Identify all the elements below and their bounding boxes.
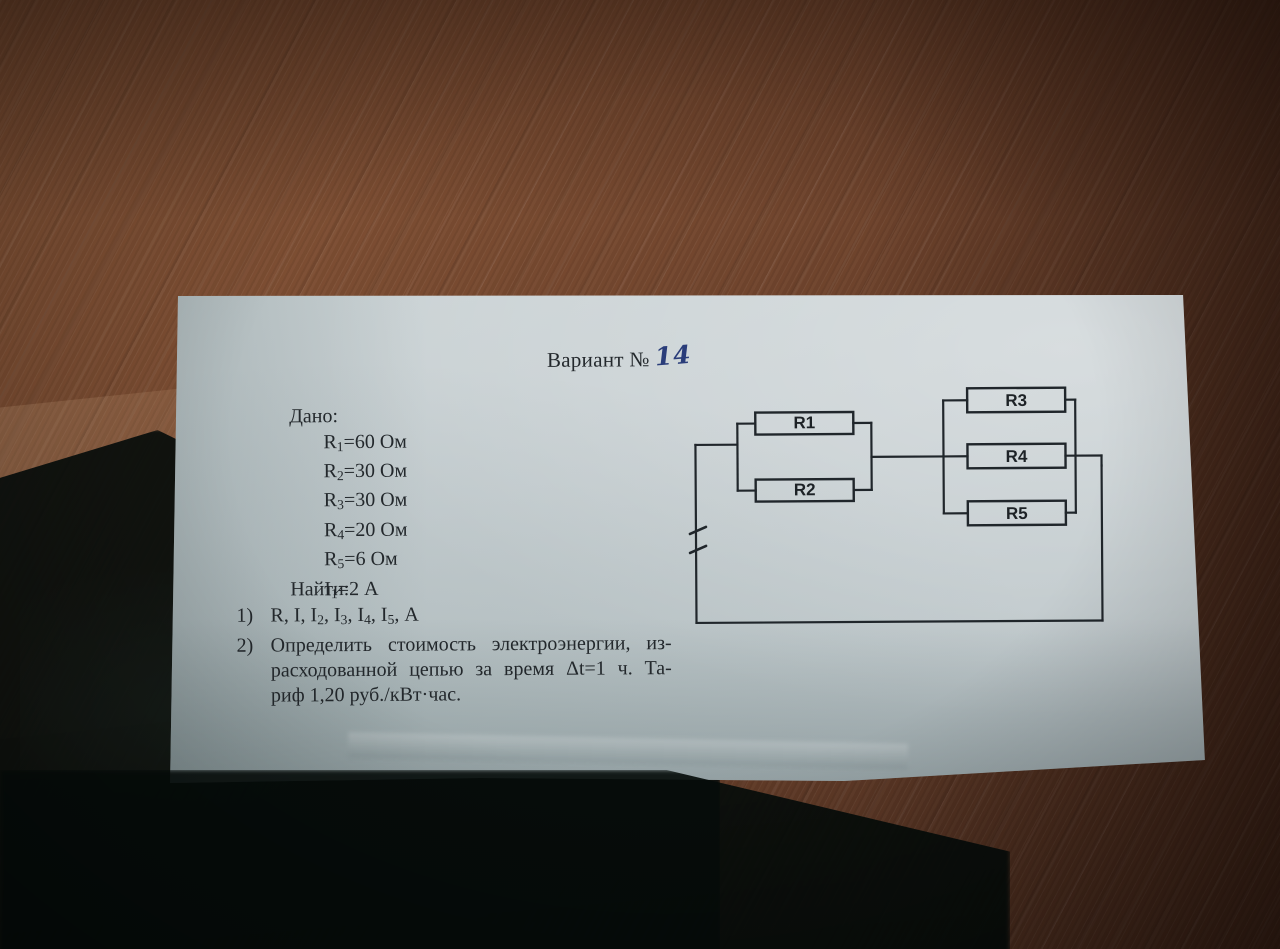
task-line: Определить стоимость электроэнергии, из- (270, 632, 672, 657)
resistor-label-r4: R4 (1006, 447, 1028, 466)
task-item: 1) R, I, I2, I3, I4, I5, А (236, 601, 671, 633)
task-line: R, I, I2, I3, I4, I5, А (270, 603, 419, 628)
resistor-label-r3: R3 (1005, 391, 1027, 410)
task-number: 1) (236, 604, 254, 627)
find-label: Найти: (290, 578, 350, 601)
bus-right-r3r4r5 (1074, 398, 1077, 514)
given-item: R3=30 Ом (323, 489, 408, 513)
given-block: Дано: R1=60 Ом R2=30 Ом R3=30 Ом R4=20 О… (285, 404, 408, 607)
resistor-label-r1: R1 (793, 413, 815, 432)
title-variant-number: 14 (653, 339, 693, 372)
given-item: R2=30 Ом (323, 459, 408, 484)
circuit-wires (694, 398, 1104, 625)
task-line: расходованной цепью за время Δt=1 ч. Та- (270, 657, 672, 682)
resistor-boxes (754, 386, 1068, 527)
source-break-marks (688, 525, 708, 555)
task-line: риф 1,20 руб./кВт·час. (270, 683, 462, 707)
resistor-box-r2 (754, 477, 855, 503)
task-text: R, I, I2, I3, I4, I5, А (270, 601, 671, 632)
resistor-label-r2: R2 (794, 480, 816, 499)
resistor-box-r4 (966, 442, 1067, 470)
resistor-box-r1 (754, 410, 855, 436)
wire-bottom (695, 619, 1104, 625)
task-number: 2) (236, 634, 254, 657)
task-text: Определить стоимость электроэнергии, из-… (271, 631, 672, 708)
given-item: R5=6 Ом (324, 548, 398, 572)
wire-right-outer-vertical (1100, 464, 1104, 622)
task-item: 2) Определить стоимость электроэнергии, … (237, 631, 672, 709)
wire-left-vertical (694, 443, 698, 625)
given-item: R1=60 Ом (323, 430, 408, 454)
circuit-diagram: R1 R2 R3 R4 R5 (677, 385, 1149, 648)
resistor-box-r5 (966, 499, 1068, 527)
given-label: Дано: (289, 405, 339, 428)
given-item: R4=20 Ом (323, 518, 408, 543)
resistor-label-r5: R5 (1006, 504, 1028, 523)
break-mark-upper (688, 525, 708, 536)
resistor-box-r3 (965, 386, 1067, 414)
title-prefix: Вариант № (546, 347, 650, 372)
tasks-list: 1) R, I, I2, I3, I4, I5, А 2) Определить… (236, 601, 672, 710)
break-mark-lower (688, 544, 708, 555)
